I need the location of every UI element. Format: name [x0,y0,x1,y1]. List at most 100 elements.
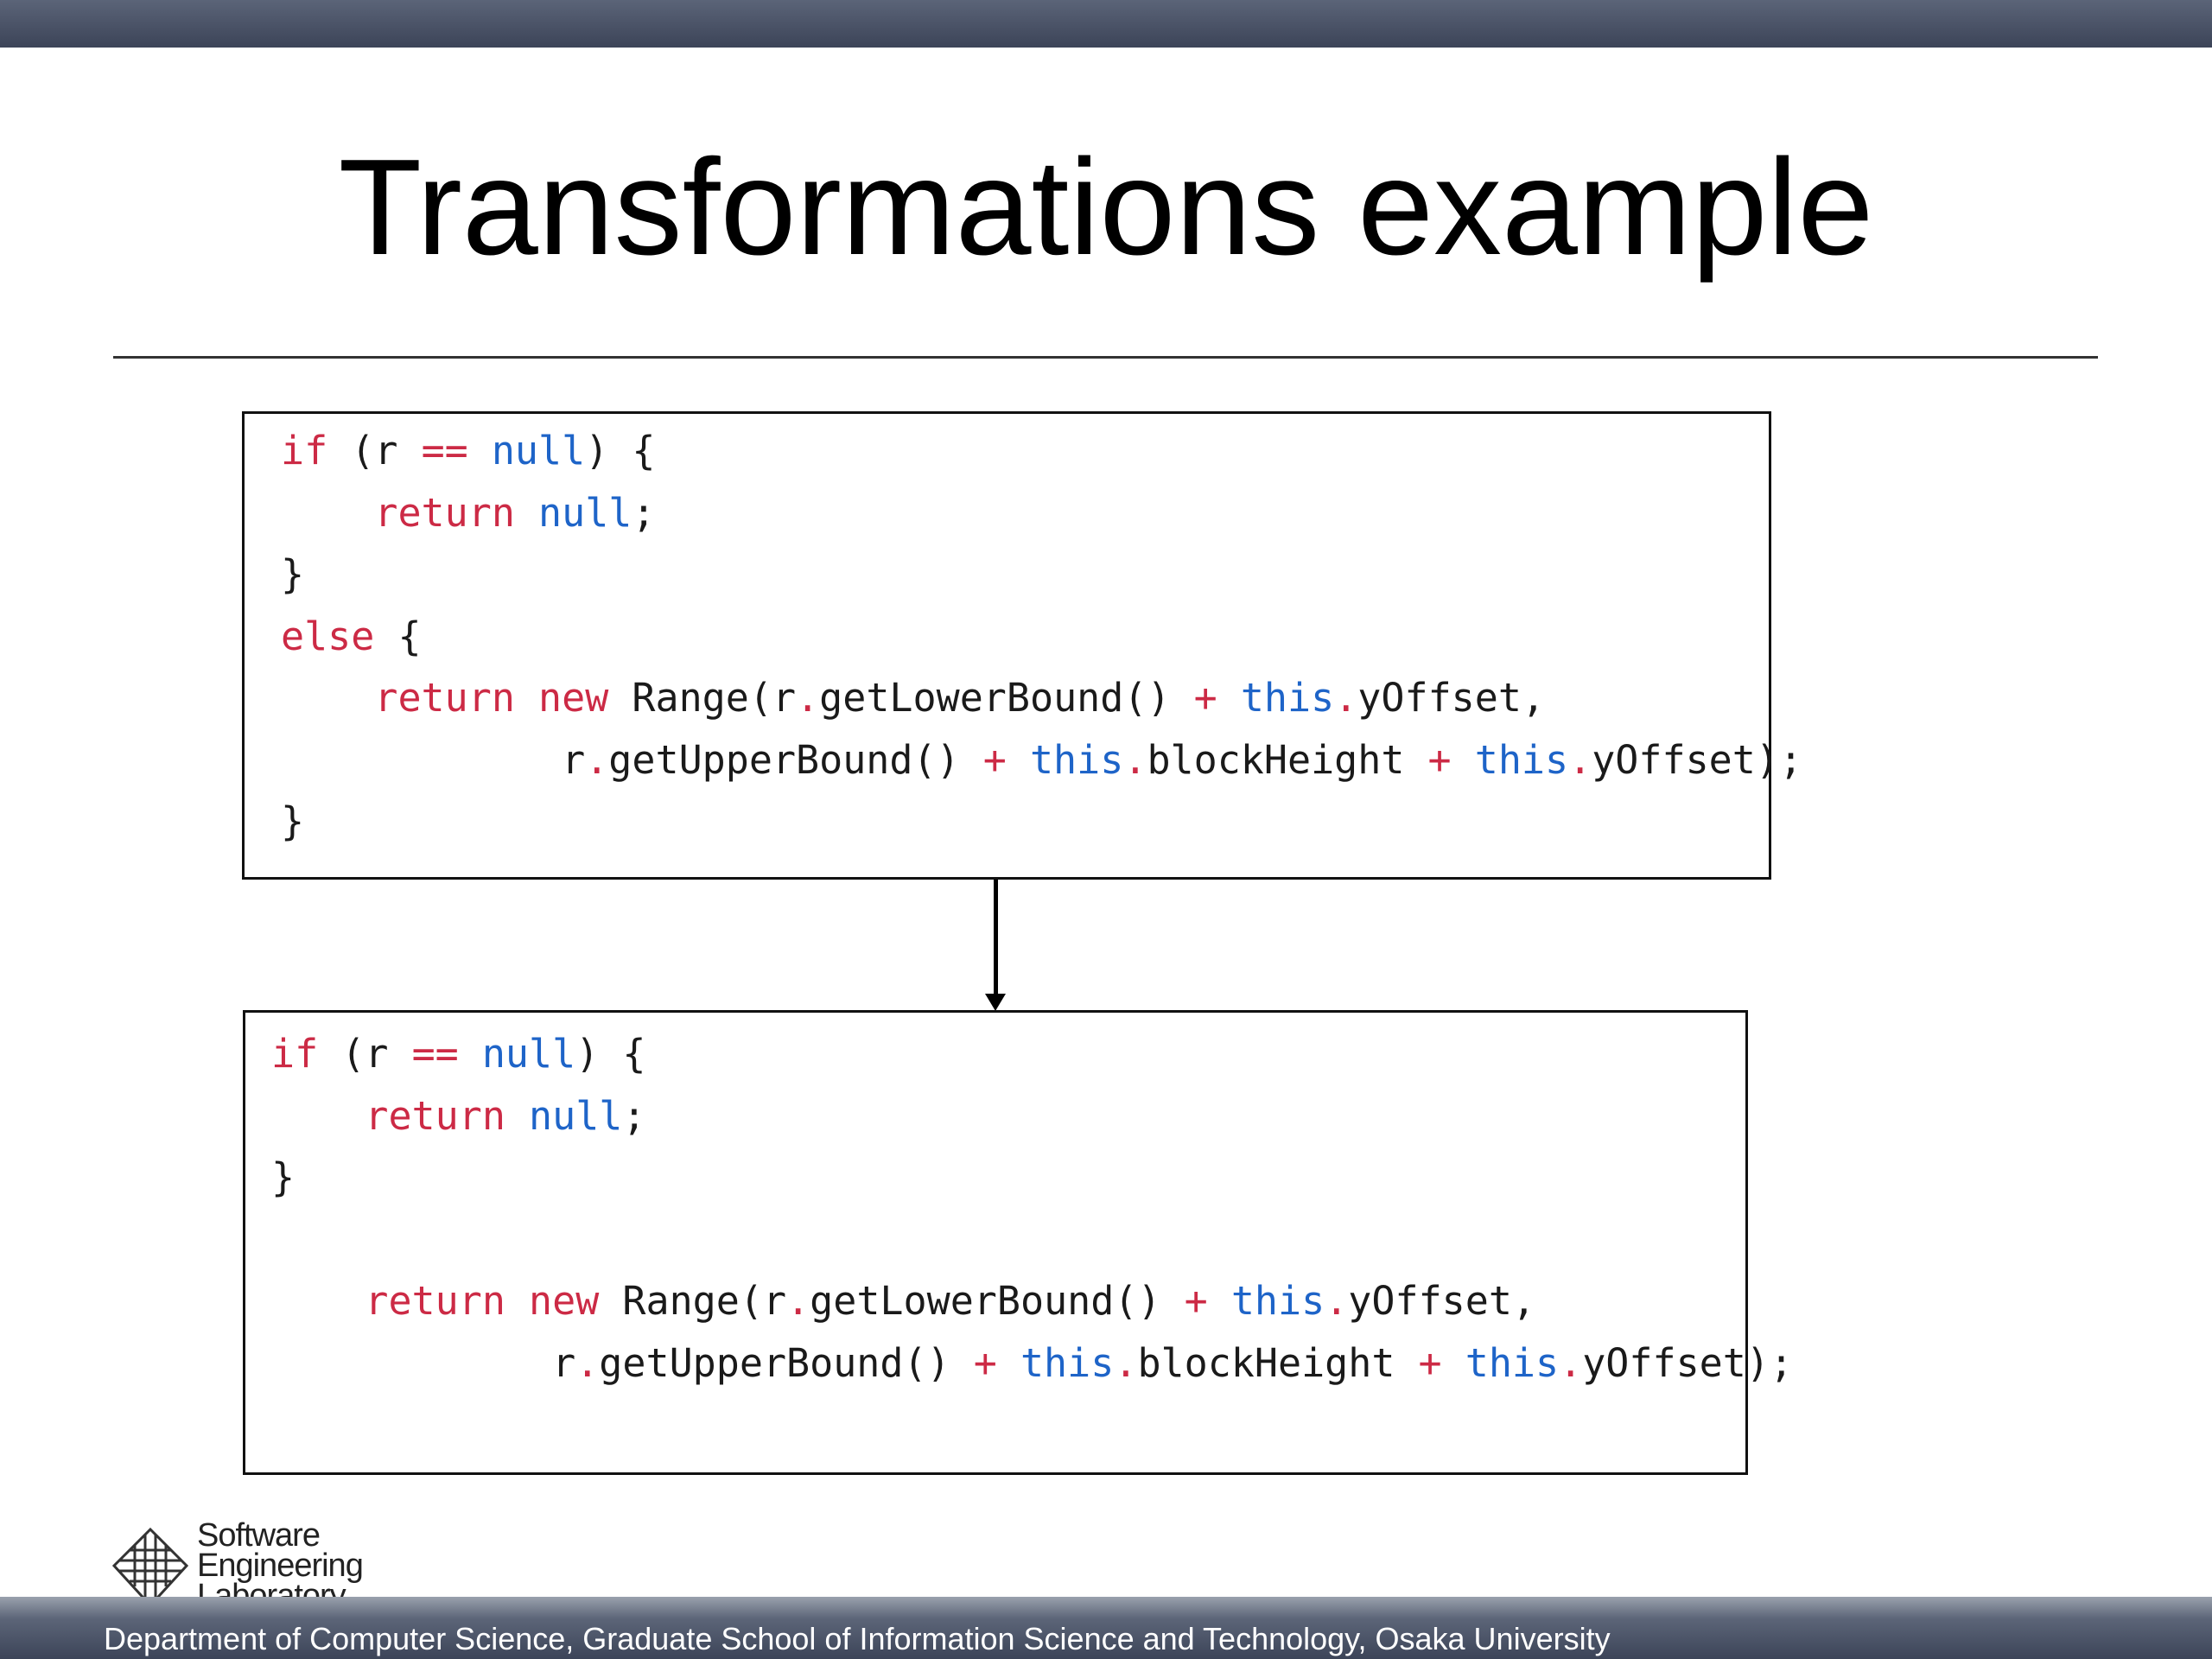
code-keyword: + [1184,1278,1208,1324]
code-text [468,428,492,474]
code-text [1007,737,1030,783]
code-text: ) { [585,428,656,474]
code-text [271,1278,365,1324]
code-text: getUpperBound() [608,736,983,783]
code-literal: null [491,428,586,474]
code-text: ) { [575,1031,646,1077]
code-line: return new Range(r.getLowerBound() + thi… [281,674,1545,722]
footer-text: Department of Computer Science, Graduate… [104,1621,1611,1656]
code-text: getLowerBound() [819,675,1194,721]
top-bar [0,0,2212,48]
code-text [505,1278,529,1324]
code-text: yOffset, [1348,1278,1536,1324]
title-divider [113,356,2098,359]
code-text [1442,1340,1465,1386]
code-keyword: + [973,1339,997,1386]
code-literal: this [1020,1339,1115,1386]
code-line: if (r == null) { [271,1030,646,1078]
code-text: (r [327,428,422,474]
code-line: return new Range(r.getLowerBound() + thi… [271,1277,1535,1325]
code-text: ; [632,489,656,536]
code-line: } [281,550,304,599]
code-keyword: if [281,428,328,474]
code-text: } [281,551,305,597]
code-keyword: . [1325,1278,1349,1324]
code-literal: this [1230,1278,1325,1324]
code-line: return null; [271,1092,646,1141]
code-text: r [281,736,586,783]
arrow-head-icon [985,994,1006,1011]
code-line: return null; [281,489,656,537]
code-keyword: return [374,675,515,721]
code-text: blockHeight [1137,1339,1419,1386]
code-text: getUpperBound() [599,1339,974,1386]
bottom-bar [0,1597,2212,1659]
code-literal: this [1240,675,1335,721]
code-keyword: new [529,1278,600,1324]
code-text [1452,737,1475,783]
code-keyword: + [1418,1339,1442,1386]
code-text: Range(r [608,675,797,721]
code-keyword: + [1427,736,1452,783]
code-keyword: . [1559,1339,1583,1386]
code-text [1208,1278,1231,1324]
code-line: if (r == null) { [281,427,656,475]
code-keyword: . [575,1339,600,1386]
code-keyword: if [271,1031,319,1077]
code-line: else { [281,613,422,661]
code-keyword: . [585,736,609,783]
code-text [515,675,538,721]
code-keyword: + [982,736,1007,783]
code-line: } [271,1154,295,1202]
code-literal: this [1474,736,1569,783]
code-text [281,490,374,536]
code-literal: this [1029,736,1124,783]
code-keyword: . [1568,736,1592,783]
code-text: } [281,798,305,844]
logo-line-2: Engineering [197,1548,364,1584]
code-keyword: return [374,489,515,536]
logo-line-1: Software [197,1517,321,1554]
lab-logo: Software Engineering Laboratory [111,1517,387,1616]
code-literal: this [1465,1339,1560,1386]
code-keyword: . [1114,1339,1138,1386]
code-keyword: return [365,1092,505,1139]
code-text: r [271,1339,576,1386]
code-text: yOffset); [1582,1339,1794,1386]
code-keyword: == [411,1031,459,1077]
code-keyword: + [1193,675,1217,721]
code-keyword: . [786,1278,810,1324]
code-text: } [271,1154,296,1200]
code-keyword: else [281,613,375,659]
code-text [281,675,374,721]
code-text [1217,675,1241,721]
code-text [459,1031,482,1077]
code-line: } [281,798,304,846]
code-text: (r [318,1031,412,1077]
code-keyword: . [796,675,820,721]
code-keyword: new [538,675,609,721]
code-text: blockHeight [1147,736,1428,783]
code-literal: null [481,1031,576,1077]
code-keyword: . [1334,675,1358,721]
code-literal: null [529,1092,623,1139]
code-block-before: if (r == null) { return null;} else { ret… [242,411,1802,880]
code-text: yOffset, [1357,675,1546,721]
code-line: r.getUpperBound() + this.blockHeight + t… [281,736,1802,785]
page-title: Transformations example [338,131,1874,283]
code-text [505,1093,529,1139]
down-arrow-icon [994,880,998,1001]
code-text [515,490,538,536]
code-keyword: . [1123,736,1147,783]
code-block-after: if (r == null) { return null;} return ne… [243,1010,1793,1475]
code-text: { [374,613,422,659]
code-keyword: return [365,1278,505,1324]
code-text [271,1093,365,1139]
code-text [997,1340,1020,1386]
code-line: r.getUpperBound() + this.blockHeight + t… [271,1339,1793,1388]
code-text: ; [622,1092,646,1139]
code-keyword: == [421,428,468,474]
lab-logo-text: Software Engineering Laboratory [197,1517,364,1612]
code-text: Range(r [599,1278,787,1324]
code-text: yOffset); [1592,736,1803,783]
